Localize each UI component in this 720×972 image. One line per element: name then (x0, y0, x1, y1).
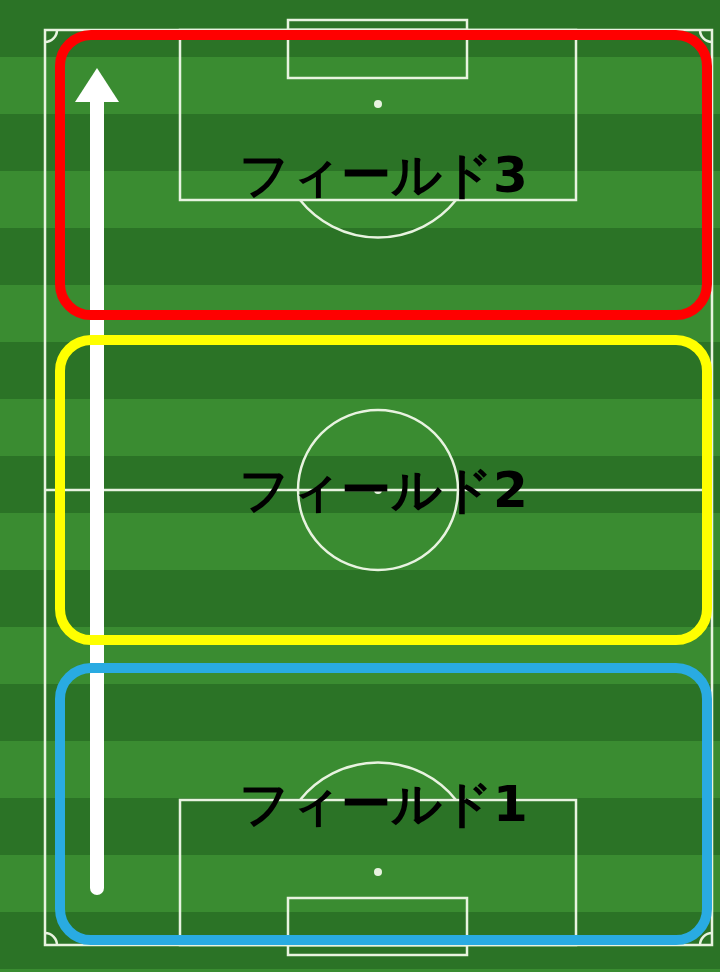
field-zone: フィールド3 (55, 30, 712, 320)
zone-label: フィールド1 (239, 777, 528, 832)
zone-label: フィールド3 (239, 148, 528, 203)
zone-label: フィールド2 (239, 463, 528, 518)
progress-arrow (75, 68, 119, 888)
field-zone: フィールド2 (55, 335, 712, 645)
field-zone: フィールド1 (55, 663, 712, 945)
